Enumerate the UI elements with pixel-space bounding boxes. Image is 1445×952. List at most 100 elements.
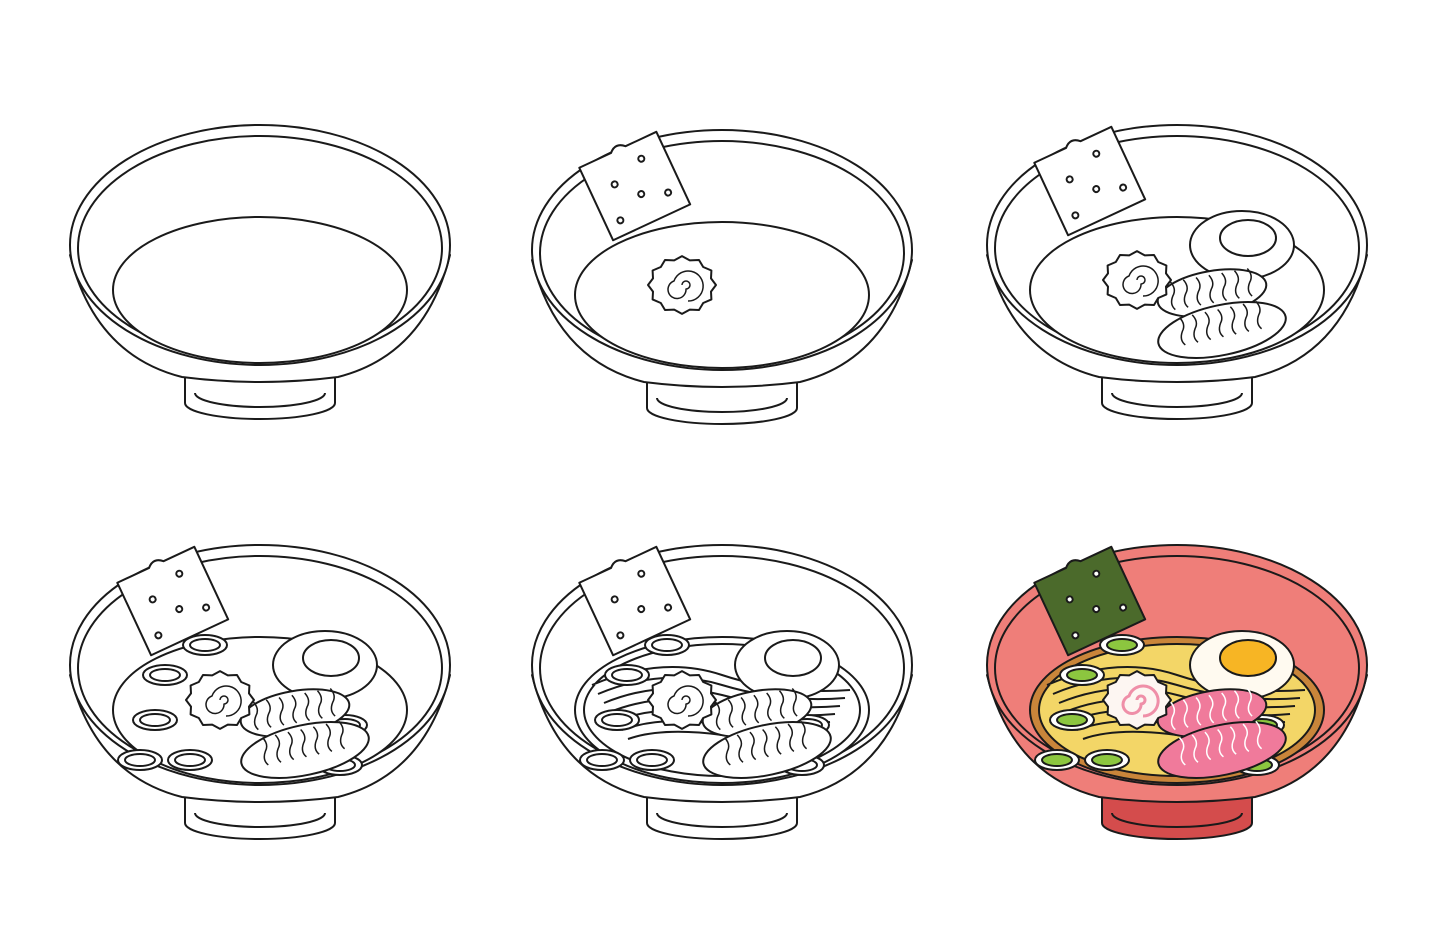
nori-hole <box>1071 211 1080 220</box>
negi-ring <box>167 749 213 771</box>
chashu-body <box>702 721 832 779</box>
naruto-icon <box>1102 670 1172 730</box>
nori-icon <box>578 545 692 657</box>
negi-inner <box>139 713 171 727</box>
chashu-stripe <box>800 720 808 750</box>
chashu-stripe <box>1191 314 1199 343</box>
bowl-foot <box>1101 795 1253 840</box>
naruto-swirl <box>1122 265 1159 297</box>
naruto-icon <box>1102 250 1172 310</box>
nori-hole <box>1065 175 1074 184</box>
chashu-stripe <box>1208 274 1215 304</box>
negi-ring <box>132 709 178 731</box>
chashu-stripe <box>1255 300 1263 330</box>
naruto-icon <box>647 670 717 730</box>
negi-ring <box>629 749 675 771</box>
chashu-body <box>1157 301 1287 359</box>
chashu-stripe <box>274 734 282 763</box>
chashu-stripe <box>749 731 757 761</box>
chashu-stripe <box>329 687 336 717</box>
nori-sheet <box>1033 545 1147 657</box>
egg <box>734 630 840 700</box>
chashu-stripe <box>252 701 259 731</box>
nori-hole <box>637 154 646 163</box>
chashu-slice <box>1157 300 1287 359</box>
bowl-foot <box>1101 375 1253 420</box>
bowl-foot-line <box>656 812 788 828</box>
chashu-stripe <box>261 737 269 766</box>
chashu-stripe <box>1169 281 1176 311</box>
negi-ring <box>1034 749 1080 771</box>
bowl-step-3 <box>986 124 1368 420</box>
chashu-stripe <box>791 687 798 717</box>
negi-inner <box>1106 638 1138 652</box>
negi-inner <box>651 638 683 652</box>
chashu-stripe <box>727 699 734 728</box>
egg-yolk <box>1219 219 1277 257</box>
chashu-stripe <box>291 694 298 724</box>
nori-hole <box>202 603 211 612</box>
egg <box>272 630 378 700</box>
nori-hole <box>610 180 619 189</box>
negi-inner <box>189 638 221 652</box>
naruto-icon <box>185 670 255 730</box>
bowl-foot-side <box>1101 375 1253 420</box>
nori-hole <box>610 595 619 604</box>
chashu-stripe <box>312 726 320 755</box>
nori-hole <box>637 190 646 199</box>
chashu-stripe <box>300 728 307 758</box>
nori-hole <box>637 569 646 578</box>
egg <box>1189 630 1295 700</box>
negi-inner <box>174 753 206 767</box>
negi-ring <box>594 709 640 731</box>
nori-hole <box>1092 569 1101 578</box>
chashu-slice <box>240 720 370 779</box>
broth <box>574 221 870 369</box>
chashu-slice <box>702 720 832 779</box>
chashu-stripe <box>778 690 785 719</box>
negi-ring <box>579 749 625 771</box>
chashu-stripe <box>1195 277 1202 306</box>
chashu-stripe <box>1178 737 1186 766</box>
egg-yolk <box>1219 639 1277 677</box>
egg-yolk <box>764 639 822 677</box>
negi-inner <box>1041 753 1073 767</box>
negi-ring <box>142 664 188 686</box>
bowl-step-5 <box>531 544 913 840</box>
chashu-stripe <box>787 723 795 753</box>
bowl-step-4 <box>69 544 451 840</box>
bowl-foot-side <box>1101 795 1253 840</box>
bowl-foot-side <box>184 375 336 420</box>
negi-ring <box>644 634 690 656</box>
chashu-stripe <box>1246 267 1253 297</box>
chashu-body <box>1157 721 1287 779</box>
negi-inner <box>636 753 668 767</box>
chashu-stripe <box>304 692 311 722</box>
naruto-swirl <box>667 270 704 302</box>
nori-hole <box>148 595 157 604</box>
chashu-stripe <box>1242 303 1250 333</box>
nori-sheet <box>578 545 692 657</box>
chashu-stripe <box>1208 694 1215 724</box>
nori-hole <box>1092 149 1101 158</box>
chashu-stripe <box>723 737 731 766</box>
nori-hole <box>1092 185 1101 194</box>
chashu-stripe <box>1191 734 1199 763</box>
nori-hole <box>1119 603 1128 612</box>
nori-sheet <box>578 130 692 242</box>
chashu-stripe <box>1195 697 1202 726</box>
chashu-stripe <box>265 699 272 728</box>
chashu-stripe <box>766 692 773 722</box>
chashu-stripe <box>1221 692 1228 722</box>
negi-ring <box>604 664 650 686</box>
bowl-foot-line <box>656 397 788 413</box>
chashu-stripe <box>1182 699 1189 728</box>
nori-hole <box>1092 605 1101 614</box>
naruto-swirl <box>205 685 242 717</box>
nori-hole <box>1071 631 1080 640</box>
chashu-stripe <box>325 723 333 753</box>
chashu-stripe <box>1229 306 1237 335</box>
nori-hole <box>637 605 646 614</box>
bowl-foot-side <box>184 795 336 840</box>
nori-hole <box>175 605 184 614</box>
